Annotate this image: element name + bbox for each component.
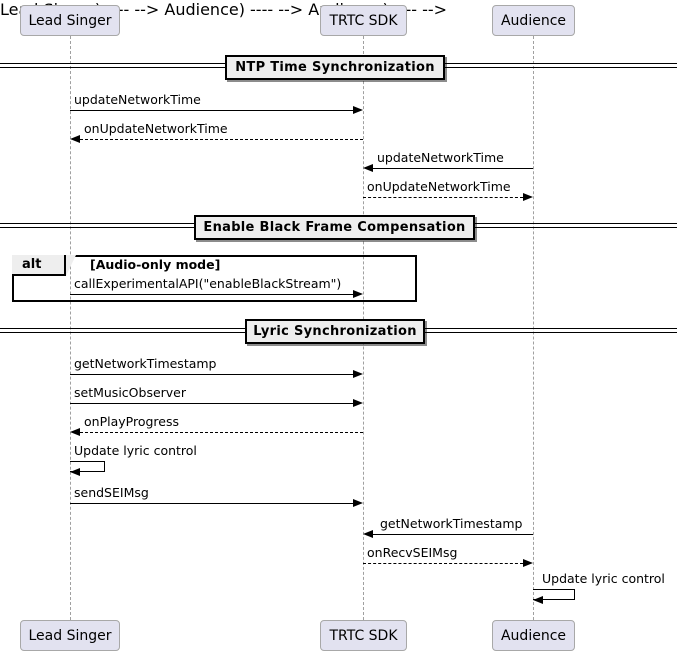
self-message-loop-lead-singer xyxy=(70,461,105,472)
message-label-m1: updateNetworkTime xyxy=(74,92,201,107)
message-line-m1 xyxy=(70,110,353,111)
arrow-head-m12 xyxy=(523,558,533,567)
message-label-m11: getNetworkTimestamp xyxy=(380,516,523,531)
divider-black-frame: Enable Black Frame Compensation xyxy=(194,215,475,240)
divider-ntp: NTP Time Synchronization xyxy=(225,55,445,80)
arrow-head-m7 xyxy=(353,398,363,407)
arrow-head-m13 xyxy=(533,595,543,604)
message-line-m8 xyxy=(80,432,363,433)
message-line-m7 xyxy=(70,403,353,404)
message-label-m6: getNetworkTimestamp xyxy=(74,356,217,371)
divider-label-text: Lyric Synchronization xyxy=(253,324,417,339)
message-text: setMusicObserver xyxy=(74,385,187,400)
message-label-m9: Update lyric control xyxy=(74,443,197,458)
divider-label-text: NTP Time Synchronization xyxy=(235,60,435,75)
participant-trtc-sdk-bottom[interactable]: TRTC SDK xyxy=(320,620,407,651)
arrow-head-m6 xyxy=(353,369,363,378)
participant-label: Audience xyxy=(500,12,567,29)
message-text: getNetworkTimestamp xyxy=(74,356,217,371)
message-label-m8: onPlayProgress xyxy=(84,414,179,429)
participant-lead-singer-top[interactable]: Lead Singer xyxy=(20,5,120,36)
message-text: onUpdateNetworkTime xyxy=(367,179,511,194)
self-message-loop-audience xyxy=(533,589,575,600)
alt-fragment-guard: [Audio-only mode] xyxy=(90,257,221,272)
message-label-m4: onUpdateNetworkTime xyxy=(367,179,511,194)
participant-label: Lead Singer xyxy=(28,627,112,644)
message-text: sendSEIMsg xyxy=(74,485,149,500)
divider-label-text: Enable Black Frame Compensation xyxy=(203,220,466,235)
message-line-m12 xyxy=(363,563,523,564)
message-text: getNetworkTimestamp xyxy=(380,516,523,531)
message-line-m6 xyxy=(70,374,353,375)
participant-lead-singer-bottom[interactable]: Lead Singer xyxy=(20,620,120,651)
alt-fragment-box xyxy=(12,255,417,302)
arrow-head-m2 xyxy=(70,134,80,143)
message-text: updateNetworkTime xyxy=(377,150,504,165)
message-text: onUpdateNetworkTime xyxy=(84,121,228,136)
participant-audience-top[interactable]: Audience xyxy=(492,5,575,36)
message-line-m3 xyxy=(373,168,533,169)
message-text: updateNetworkTime xyxy=(74,92,201,107)
message-text: onRecvSEIMsg xyxy=(367,545,458,560)
arrow-head-m3 xyxy=(363,163,373,172)
alt-fragment-operator: alt xyxy=(22,257,42,272)
message-line-m2 xyxy=(80,139,363,140)
alt-guard-text: [Audio-only mode] xyxy=(90,257,221,272)
message-text: onPlayProgress xyxy=(84,414,179,429)
message-line-m5 xyxy=(70,294,353,295)
alt-fragment-tab: alt xyxy=(12,255,66,276)
arrow-head-m5 xyxy=(353,289,363,298)
participant-label: TRTC SDK xyxy=(329,627,398,644)
arrow-head-m4 xyxy=(523,192,533,201)
arrow-head-m9 xyxy=(70,467,80,476)
message-line-m10 xyxy=(70,503,353,504)
message-label-m7: setMusicObserver xyxy=(74,385,187,400)
message-line-m11 xyxy=(373,534,533,535)
message-text: Update lyric control xyxy=(542,571,665,586)
arrow-head-m10 xyxy=(353,498,363,507)
message-text: Update lyric control xyxy=(74,443,197,458)
message-label-m5: callExperimentalAPI("enableBlackStream") xyxy=(74,276,342,291)
message-line-m4 xyxy=(363,197,523,198)
message-label-m10: sendSEIMsg xyxy=(74,485,149,500)
alt-fragment-tab-corner xyxy=(66,255,76,276)
arrow-head-m11 xyxy=(363,529,373,538)
arrow-head-m1 xyxy=(353,105,363,114)
divider-lyric: Lyric Synchronization xyxy=(245,319,425,344)
message-label-m12: onRecvSEIMsg xyxy=(367,545,458,560)
participant-label: TRTC SDK xyxy=(329,12,398,29)
participant-label: Audience xyxy=(500,627,567,644)
participant-audience-bottom[interactable]: Audience xyxy=(492,620,575,651)
message-label-m13: Update lyric control xyxy=(542,571,665,586)
message-label-m3: updateNetworkTime xyxy=(377,150,504,165)
arrow-head-m8 xyxy=(70,427,80,436)
message-label-m2: onUpdateNetworkTime xyxy=(84,121,228,136)
participant-label: Lead Singer xyxy=(28,12,112,29)
participant-trtc-sdk-top[interactable]: TRTC SDK xyxy=(320,5,407,36)
message-text: callExperimentalAPI("enableBlackStream") xyxy=(74,276,342,291)
